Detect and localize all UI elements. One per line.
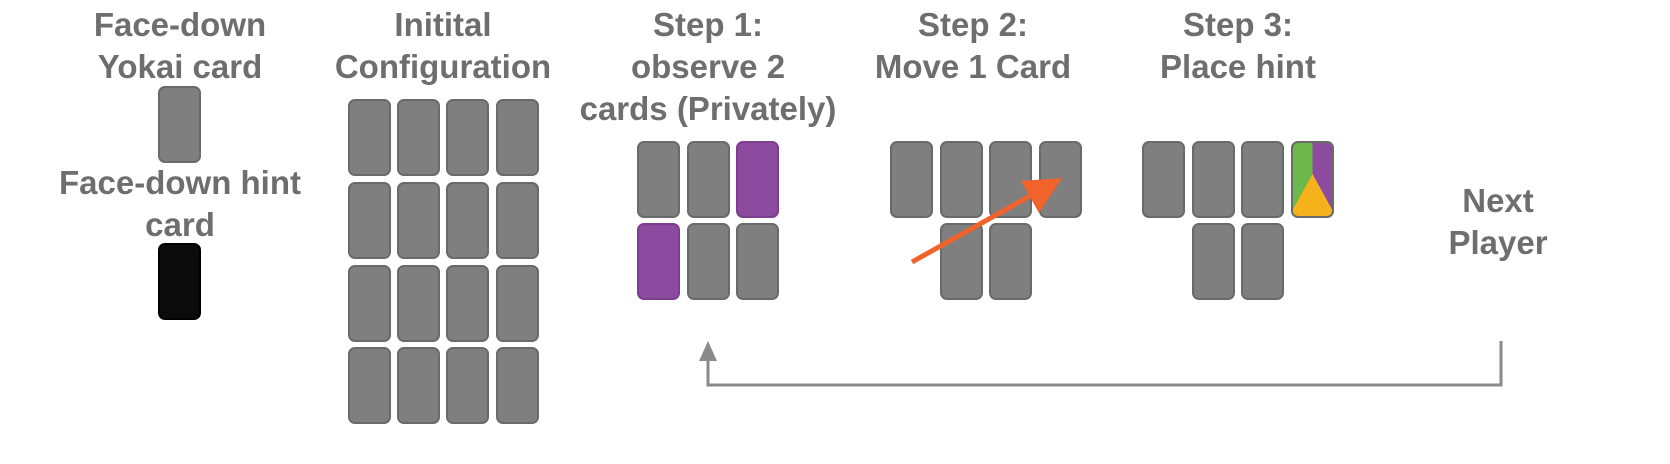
- initial-card: [348, 99, 391, 176]
- step2-card: [940, 141, 983, 218]
- step2-title: Step 2: Move 1 Card: [874, 6, 1072, 85]
- initial-card: [397, 265, 440, 342]
- hint-marker-icon: [1291, 141, 1334, 218]
- initial-card: [348, 265, 391, 342]
- move-card-arrow-icon: [910, 178, 1062, 265]
- step3-title: Step 3: Place hint: [1160, 6, 1316, 85]
- step1-card: [637, 141, 680, 218]
- initial-card: [446, 347, 489, 424]
- initial-card: [446, 182, 489, 259]
- initial-card: [496, 99, 539, 176]
- step2-card: [940, 223, 983, 300]
- initial-card: [496, 182, 539, 259]
- initial-card: [348, 182, 391, 259]
- next-player-label: Next Player: [1448, 182, 1548, 261]
- face-down-hint-card: [158, 243, 201, 320]
- initial-card: [397, 99, 440, 176]
- initial-card: [496, 265, 539, 342]
- initial-card: [446, 99, 489, 176]
- step1-title: Step 1: observe 2 cards (Privately): [579, 6, 837, 127]
- step1-card: [736, 223, 779, 300]
- hint-card-label: Face-down hint card: [59, 164, 301, 243]
- yokai-card-label: Face-down Yokai card: [93, 6, 267, 85]
- step3-hinted-card: [1291, 141, 1334, 218]
- step2-card: [989, 223, 1032, 300]
- step1-card: [687, 141, 730, 218]
- step3-card: [1142, 141, 1185, 218]
- step3-card: [1192, 141, 1235, 218]
- step1-observed-card: [736, 141, 779, 218]
- loop-back-arrow-icon: [699, 341, 1503, 387]
- step1-card: [687, 223, 730, 300]
- initial-configuration-title: Initital Configuration: [334, 6, 552, 85]
- initial-card: [446, 265, 489, 342]
- initial-card: [496, 347, 539, 424]
- initial-card: [397, 347, 440, 424]
- step3-card: [1192, 223, 1235, 300]
- step3-card: [1241, 141, 1284, 218]
- initial-card: [348, 347, 391, 424]
- step1-observed-card: [637, 223, 680, 300]
- face-down-yokai-card: [158, 86, 201, 163]
- step3-card: [1241, 223, 1284, 300]
- initial-card: [397, 182, 440, 259]
- step2-card: [890, 141, 933, 218]
